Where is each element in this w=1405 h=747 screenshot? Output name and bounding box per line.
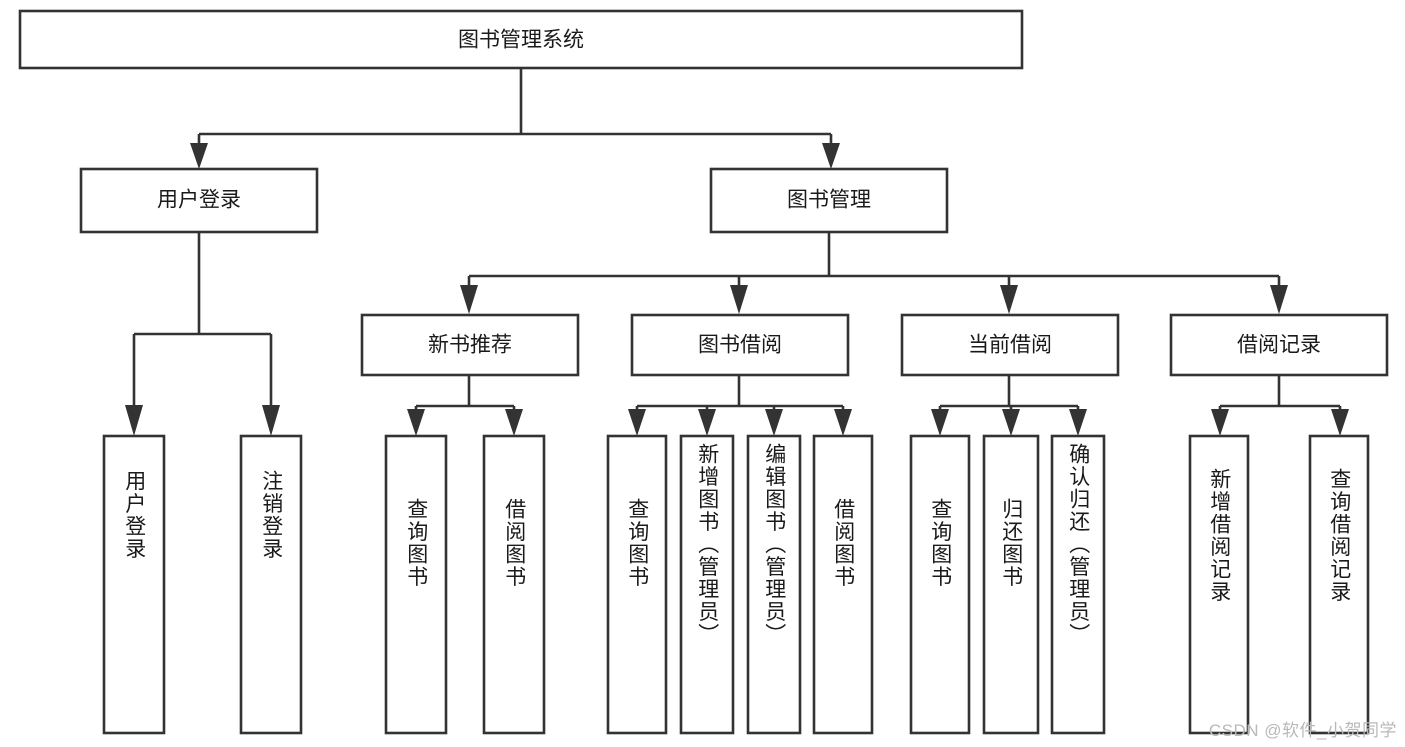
arrow-head-leaf-add-record: [1211, 409, 1229, 436]
leaf-box-confirm-return[interactable]: [1050, 434, 1106, 735]
arrow-head-leaf-query-book-2: [628, 409, 646, 436]
leaf-box-return-book[interactable]: [982, 434, 1040, 735]
node-book-borrow-box[interactable]: [630, 313, 850, 377]
leaf-box-query-book-3[interactable]: [909, 434, 971, 735]
arrow-head-leaf-borrow-book-1: [505, 409, 523, 436]
node-book-management[interactable]: 图书管理: [709, 167, 949, 234]
connector-group-root-to-level2: [190, 68, 840, 169]
leaf-box-edit-book[interactable]: [746, 434, 802, 735]
node-root-box[interactable]: [18, 9, 1024, 70]
node-root[interactable]: 图书管理系统: [18, 9, 1024, 70]
node-borrow-record-box[interactable]: [1169, 313, 1389, 377]
node-new-book-recommend-label: 新书推荐: [428, 334, 512, 357]
node-user-login[interactable]: 用户登录: [79, 167, 319, 234]
node-root-label: 图书管理系统: [458, 29, 584, 52]
arrow-head-current-borrow: [1000, 285, 1018, 314]
leaf-box-add-record[interactable]: [1188, 434, 1250, 735]
arrow-head-leaf-add-book: [698, 409, 716, 436]
leaf-box-add-book[interactable]: [679, 434, 735, 735]
arrow-head-leaf-edit-book: [765, 409, 783, 436]
connector-group-userlogin-leaves: [125, 232, 280, 436]
arrow-head-leaf-confirm-return: [1069, 409, 1087, 436]
connector-group-bookborrow-leaves: [628, 375, 852, 436]
node-new-book-recommend[interactable]: 新书推荐: [360, 313, 580, 377]
node-book-borrow-label: 图书借阅: [698, 334, 782, 357]
leaf-box-query-book-2[interactable]: [606, 434, 668, 735]
leaf-box-user-login[interactable]: [102, 434, 166, 735]
connector-group-bookmgmt-to-level3: [460, 232, 1288, 314]
node-user-login-box[interactable]: [79, 167, 319, 234]
node-borrow-record[interactable]: 借阅记录: [1169, 313, 1389, 377]
leaf-box-borrow-book-1[interactable]: [482, 434, 546, 735]
node-current-borrow-label: 当前借阅: [968, 334, 1052, 357]
arrow-head-borrow-record: [1270, 285, 1288, 314]
arrow-head-leaf-logout: [262, 405, 280, 436]
arrow-head-user-login: [190, 143, 208, 169]
arrow-head-new-book: [460, 285, 478, 314]
watermark: CSDN @软件_小贺同学: [1208, 721, 1397, 740]
node-book-management-label: 图书管理: [787, 189, 871, 212]
leaf-box-group: [102, 434, 1370, 735]
leaf-box-query-record[interactable]: [1308, 434, 1370, 735]
arrow-head-leaf-query-book-1: [407, 409, 425, 436]
node-book-management-box[interactable]: [709, 167, 949, 234]
arrow-head-leaf-borrow-book-2: [834, 409, 852, 436]
arrow-head-book-mgmt: [822, 143, 840, 169]
node-current-borrow-box[interactable]: [900, 313, 1120, 377]
node-borrow-record-label: 借阅记录: [1237, 334, 1321, 357]
connector-group-currentborrow-leaves: [931, 375, 1087, 436]
node-book-borrow[interactable]: 图书借阅: [630, 313, 850, 377]
arrow-head-leaf-return-book: [1002, 409, 1020, 436]
connector-group-newbook-leaves: [407, 375, 523, 436]
arrow-head-leaf-query-record: [1331, 409, 1349, 436]
leaf-box-query-book-1[interactable]: [384, 434, 448, 735]
node-current-borrow[interactable]: 当前借阅: [900, 313, 1120, 377]
node-user-login-label: 用户登录: [157, 189, 241, 212]
arrow-head-leaf-user-login: [125, 405, 143, 436]
connector-group-borrowrecord-leaves: [1211, 375, 1349, 436]
leaf-box-borrow-book-2[interactable]: [812, 434, 874, 735]
leaf-box-logout[interactable]: [239, 434, 303, 735]
node-new-book-recommend-box[interactable]: [360, 313, 580, 377]
arrow-head-leaf-query-book-3: [931, 409, 949, 436]
arrow-head-book-borrow: [730, 285, 748, 314]
